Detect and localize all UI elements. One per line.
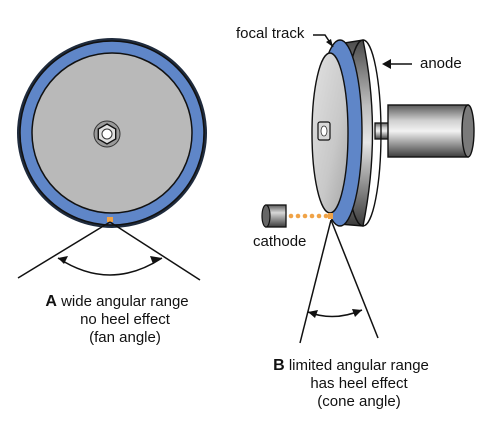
caption-b: B limited angular range has heel effect …	[246, 357, 456, 411]
caption-a-letter: A	[45, 293, 57, 310]
focal-spot-front	[107, 217, 113, 222]
electron-beam-dots	[288, 213, 329, 219]
caption-b-line1: B limited angular range	[246, 357, 456, 375]
caption-b-line2: has heel effect	[310, 375, 408, 392]
caption-a-title: wide angular range	[61, 293, 189, 310]
caption-a: A wide angular range no heel effect (fan…	[12, 293, 222, 347]
cone-angle-lines	[299, 219, 379, 344]
hex-nut-icon	[93, 120, 121, 148]
caption-b-title: limited angular range	[288, 357, 429, 374]
anode-label: anode	[420, 55, 462, 72]
caption-b-line3: (cone angle)	[317, 393, 401, 410]
cathode-label: cathode	[253, 233, 307, 250]
caption-a-line2: no heel effect	[80, 311, 170, 328]
cathode-cylinder	[261, 204, 287, 228]
focal-track-label: focal track	[236, 25, 305, 42]
focal-spot-oblique	[328, 213, 333, 219]
caption-a-line1: A wide angular range	[12, 293, 222, 311]
fan-angle-lines	[17, 221, 201, 281]
anode-oblique-view	[261, 34, 475, 344]
caption-a-line3: (fan angle)	[89, 329, 161, 346]
anode-front-view	[17, 38, 207, 281]
focal-track-pointer	[313, 34, 334, 48]
anode-pointer-arrow	[382, 59, 412, 69]
hex-bolt-icon	[317, 121, 331, 141]
anode-shaft	[374, 104, 475, 158]
caption-b-letter: B	[273, 357, 285, 374]
